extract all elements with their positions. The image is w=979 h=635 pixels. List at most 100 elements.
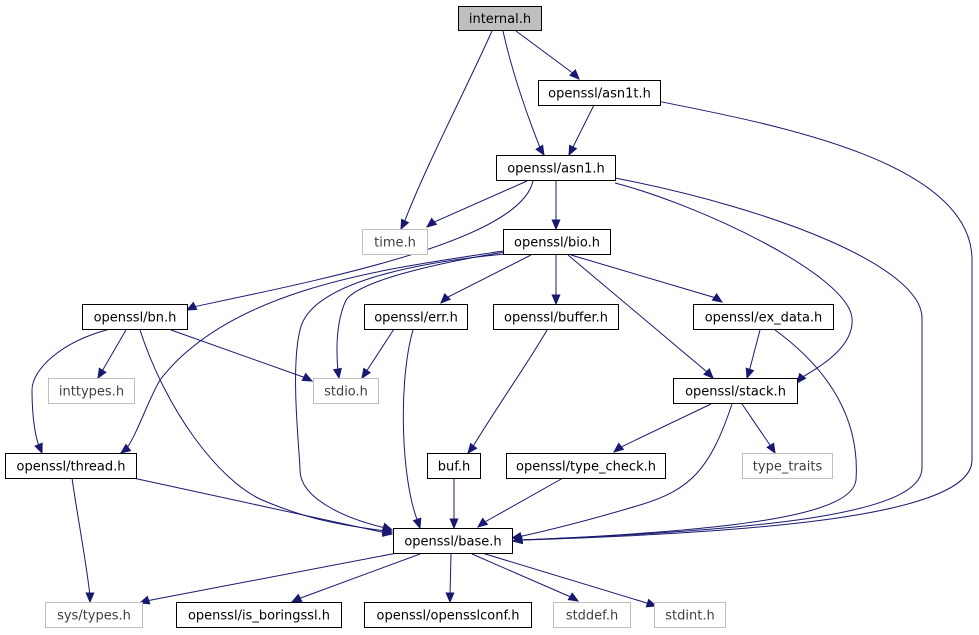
- edge-thread-to-base: [132, 477, 394, 537]
- edge-line: [467, 329, 548, 454]
- edge-buffer-to-buf: [467, 329, 548, 455]
- node-asn1[interactable]: openssl/asn1.h: [496, 155, 616, 181]
- arrowhead-icon: [440, 293, 451, 304]
- node-buf[interactable]: buf.h: [427, 453, 481, 479]
- node-stddef: stddef.h: [553, 602, 631, 628]
- node-err[interactable]: openssl/err.h: [364, 304, 468, 330]
- edge-line: [139, 552, 398, 604]
- node-label: internal.h: [469, 12, 531, 27]
- node-label: type_traits: [753, 460, 823, 475]
- node-box[interactable]: [393, 528, 513, 554]
- arrowhead-icon: [425, 217, 438, 228]
- node-bio[interactable]: openssl/bio.h: [503, 229, 611, 255]
- edge-base-to-opensslconf: [445, 553, 455, 604]
- edge-line: [512, 329, 857, 542]
- node-label: openssl/stack.h: [685, 385, 786, 400]
- edge-line: [295, 253, 506, 531]
- node-box[interactable]: [693, 304, 834, 330]
- node-box: [553, 602, 631, 628]
- edge-err-to-base: [402, 329, 422, 530]
- edge-asn1-to-stack: [614, 182, 853, 385]
- node-label: stddef.h: [566, 609, 618, 624]
- edge-buf-to-base: [449, 478, 459, 530]
- edge-line: [132, 477, 393, 535]
- node-label: openssl/asn1.h: [507, 162, 605, 177]
- node-box[interactable]: [458, 6, 542, 31]
- arrowhead-icon: [551, 219, 561, 231]
- edge-line: [186, 180, 534, 311]
- node-is-boringssl[interactable]: openssl/is_boringssl.h: [176, 602, 342, 628]
- arrowhead-icon: [645, 598, 658, 608]
- node-box[interactable]: [82, 304, 188, 330]
- node-box[interactable]: [506, 453, 666, 479]
- node-box[interactable]: [176, 602, 342, 628]
- node-thread[interactable]: openssl/thread.h: [5, 453, 137, 479]
- node-label: openssl/ex_data.h: [705, 311, 823, 326]
- arrowhead-icon: [290, 593, 303, 603]
- node-label: openssl/is_boringssl.h: [188, 609, 330, 624]
- edge-bio-to-ex_data: [570, 254, 724, 303]
- edge-line: [426, 180, 528, 228]
- node-label: stdint.h: [665, 609, 714, 624]
- node-box[interactable]: [364, 304, 468, 330]
- edge-line: [139, 329, 393, 533]
- node-box: [48, 378, 135, 404]
- node-label: openssl/thread.h: [17, 460, 126, 475]
- node-box: [362, 229, 428, 255]
- edge-err-to-stdio: [361, 328, 395, 380]
- node-opensslconf[interactable]: openssl/opensslconf.h: [364, 602, 532, 628]
- node-type-check[interactable]: openssl/type_check.h: [506, 453, 666, 479]
- node-base[interactable]: openssl/base.h: [393, 528, 513, 554]
- edges-layer: [31, 30, 973, 608]
- edge-bio-to-stack: [567, 254, 714, 379]
- node-ex-data[interactable]: openssl/ex_data.h: [693, 304, 834, 330]
- edge-line: [614, 182, 853, 384]
- edge-line: [440, 254, 532, 304]
- arrowhead-icon: [34, 442, 43, 455]
- arrowhead-icon: [85, 592, 95, 604]
- node-label: openssl/asn1t.h: [548, 87, 651, 102]
- node-box[interactable]: [364, 602, 532, 628]
- edge-line: [71, 477, 91, 602]
- node-box[interactable]: [538, 80, 661, 106]
- edge-base-to-is_boringssl: [290, 553, 421, 603]
- edge-line: [402, 329, 421, 529]
- node-box[interactable]: [493, 304, 619, 330]
- node-box: [313, 378, 379, 404]
- node-label: openssl/base.h: [404, 535, 501, 550]
- node-time: time.h: [362, 229, 428, 255]
- edge-internal-to-asn1: [502, 30, 545, 157]
- node-label: openssl/opensslconf.h: [377, 609, 520, 624]
- node-asn1t[interactable]: openssl/asn1t.h: [538, 80, 661, 106]
- node-label: openssl/err.h: [374, 311, 458, 326]
- node-box[interactable]: [503, 229, 611, 255]
- node-inttypes: inttypes.h: [48, 378, 135, 404]
- edge-line: [400, 30, 493, 230]
- arrowhead-icon: [567, 592, 580, 602]
- arrowhead-icon: [400, 218, 410, 231]
- node-label: openssl/bio.h: [514, 236, 600, 251]
- edge-bn-to-thread: [31, 328, 111, 455]
- edge-bio-to-thread: [119, 250, 504, 454]
- edge-internal-to-time: [400, 30, 493, 231]
- edge-line: [477, 477, 564, 528]
- node-box[interactable]: [5, 453, 137, 479]
- edge-ex_data-to-stack: [745, 329, 761, 380]
- node-stack[interactable]: openssl/stack.h: [673, 378, 798, 404]
- edge-line: [570, 254, 723, 303]
- node-internal[interactable]: internal.h: [458, 6, 542, 31]
- node-label: sys/types.h: [57, 609, 131, 624]
- node-box[interactable]: [496, 155, 616, 181]
- node-bn[interactable]: openssl/bn.h: [82, 304, 188, 330]
- node-box[interactable]: [673, 378, 798, 404]
- arrowhead-icon: [381, 527, 394, 537]
- node-buffer[interactable]: openssl/buffer.h: [493, 304, 619, 330]
- edge-line: [613, 403, 712, 453]
- edge-internal-to-asn1t: [515, 30, 580, 80]
- edge-bio-to-buffer: [551, 255, 561, 306]
- node-box[interactable]: [427, 453, 481, 479]
- arrowhead-icon: [97, 367, 107, 380]
- edge-stack-to-type_check: [612, 403, 712, 453]
- arrowhead-icon: [766, 442, 776, 455]
